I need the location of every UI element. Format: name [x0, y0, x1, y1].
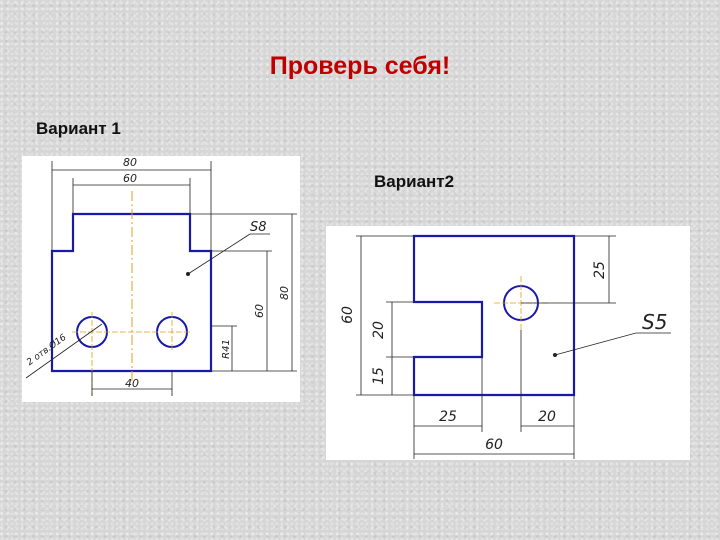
dim-25-right: 25 [592, 261, 608, 279]
variant2-svg: 25 S5 60 20 15 25 20 60 [340, 234, 671, 459]
dim-h-inner: 60 [253, 304, 266, 318]
dim-s: S5 [642, 310, 667, 334]
dim-20-bottom: 20 [538, 409, 556, 425]
dim-h-outer: 80 [278, 286, 291, 300]
dimension-lines [25, 161, 297, 396]
dim-top2: 60 [123, 172, 137, 185]
dim-15-left: 15 [371, 367, 387, 385]
dim-60-left: 60 [340, 306, 356, 324]
dim-25-bottom: 25 [439, 409, 457, 425]
dim-20-left: 20 [371, 321, 387, 339]
dimension-lines [356, 235, 671, 459]
dim-s: S8 [250, 220, 267, 235]
variant1-label: Вариант 1 [36, 119, 121, 138]
variant1-svg: 80 60 S8 80 60 R41 40 2 отв.Ø16 [25, 156, 297, 396]
variant2-label: Вариант2 [374, 172, 455, 191]
dim-holes: 2 отв.Ø16 [25, 332, 69, 368]
dim-top1: 80 [123, 156, 137, 169]
dim-bottom: 40 [125, 377, 139, 390]
variant2-drawing: 25 S5 60 20 15 25 20 60 [326, 226, 690, 460]
dim-60-bottom: 60 [485, 437, 503, 453]
dim-h-small: R41 [221, 339, 232, 359]
page-title: Проверь себя! [269, 52, 451, 80]
part-outline [412, 234, 576, 397]
variant1-drawing: 80 60 S8 80 60 R41 40 2 отв.Ø16 [22, 156, 300, 402]
part-outline [50, 212, 213, 373]
